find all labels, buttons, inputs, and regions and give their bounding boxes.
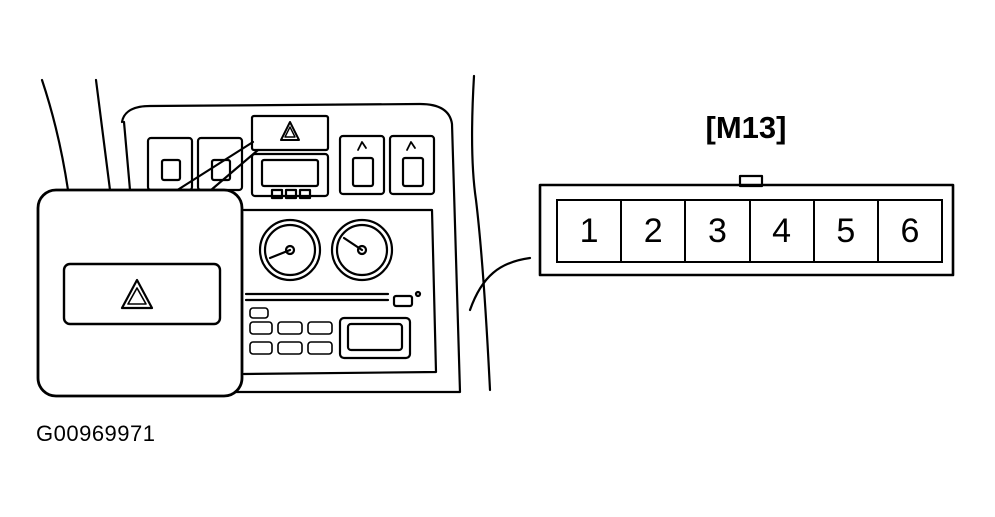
seat-heater-icon xyxy=(357,141,416,151)
hazard-switch-button xyxy=(62,262,222,326)
connector-lock-tab xyxy=(738,174,764,188)
hazard-icon xyxy=(280,121,300,141)
audio-panel xyxy=(242,208,438,376)
leader-lines xyxy=(166,140,260,198)
connector-pin-row: 1 2 3 4 5 6 xyxy=(556,199,944,263)
clock-display xyxy=(250,152,330,200)
connector-label: [M13] xyxy=(705,110,787,145)
connector-m13-body xyxy=(538,174,955,277)
pin-4: 4 xyxy=(750,199,815,263)
preset-buttons xyxy=(249,307,333,355)
pin-2: 2 xyxy=(622,199,687,263)
figure-id: G00969971 xyxy=(36,421,156,446)
panel-hazard-button xyxy=(250,114,330,152)
hazard-switch-callout xyxy=(36,188,244,398)
gauge-right xyxy=(330,218,394,282)
hazard-warning-triangle-icon xyxy=(120,278,154,310)
gauge-left xyxy=(258,218,322,282)
pin-6: 6 xyxy=(878,199,944,263)
pin-3: 3 xyxy=(686,199,751,263)
pin-1: 1 xyxy=(558,199,623,263)
pin-5: 5 xyxy=(814,199,879,263)
dashboard-outline xyxy=(40,74,532,394)
